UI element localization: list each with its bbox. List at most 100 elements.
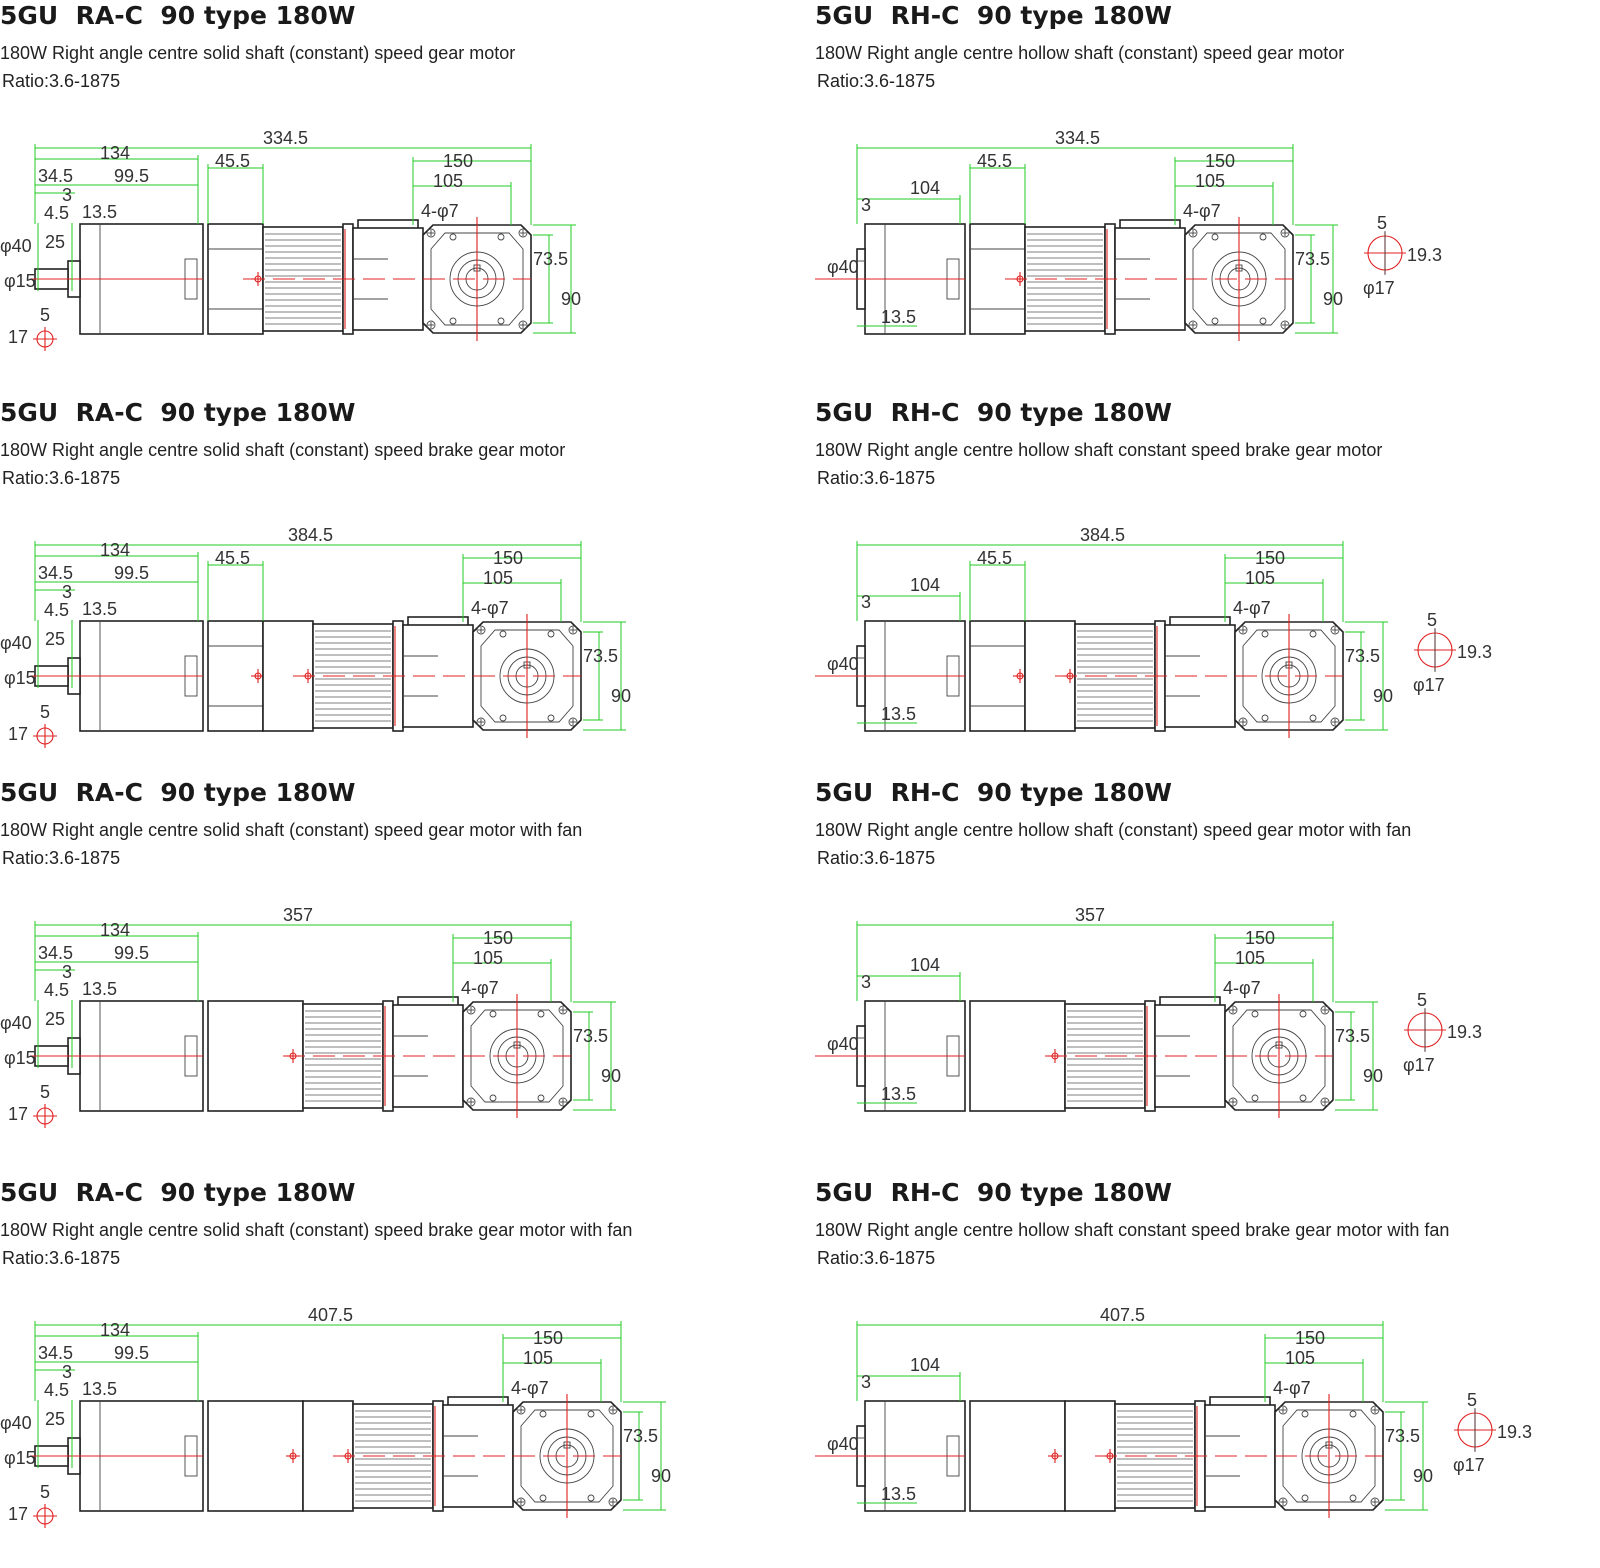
face-screw bbox=[1259, 233, 1267, 241]
dim-shaft-offset: 34.5 bbox=[38, 563, 73, 583]
mount-hole bbox=[1278, 1497, 1288, 1507]
dim-key-depth: 17 bbox=[8, 327, 28, 347]
mount-hole bbox=[1238, 717, 1248, 727]
dim-bore-depth: 19.3 bbox=[1457, 642, 1492, 662]
dim-overall: 384.5 bbox=[1080, 525, 1125, 545]
dim-pcd: 73.5 bbox=[573, 1026, 608, 1046]
dim-pcd: 73.5 bbox=[533, 249, 568, 269]
mount-hole bbox=[1188, 228, 1198, 238]
dim-bore-dia: φ17 bbox=[1403, 1055, 1435, 1075]
drawing-group: 334.51501054-φ773.59045.51043φ4013.5519.… bbox=[815, 128, 1442, 341]
dim-key-depth: 17 bbox=[8, 1104, 28, 1124]
face-recess bbox=[1242, 629, 1336, 723]
face-screw bbox=[539, 1494, 547, 1502]
face-screw bbox=[1299, 1094, 1307, 1102]
panel-title: 5GU RA-C 90 type 180W bbox=[0, 778, 356, 807]
dim-bore-depth: 19.3 bbox=[1407, 245, 1442, 265]
dim-hole-pitch: 105 bbox=[433, 171, 463, 191]
panel-subtitle: 180W Right angle centre hollow shaft con… bbox=[815, 440, 1383, 460]
dim-flange-t: 13.5 bbox=[82, 1379, 117, 1399]
dim-bore-dia: φ17 bbox=[1363, 278, 1395, 298]
dim-head-body: 99.5 bbox=[114, 166, 149, 186]
mount-hole bbox=[466, 1005, 476, 1015]
dim-section: 45.5 bbox=[215, 548, 250, 568]
dim-holes: 4-φ7 bbox=[511, 1378, 549, 1398]
dim-motor-len: 150 bbox=[1295, 1328, 1325, 1348]
dim-head: 134 bbox=[100, 143, 130, 163]
dim-overall: 407.5 bbox=[308, 1305, 353, 1325]
dim-key-width: 5 bbox=[40, 1482, 50, 1502]
face-screw bbox=[1309, 630, 1317, 638]
dim-pcd: 73.5 bbox=[623, 1426, 658, 1446]
mount-hole bbox=[476, 717, 486, 727]
dim-holes: 4-φ7 bbox=[1223, 978, 1261, 998]
dim-frame: 90 bbox=[611, 686, 631, 706]
face-screw bbox=[547, 714, 555, 722]
dim-holes: 4-φ7 bbox=[461, 978, 499, 998]
dim-shaft-offset: 34.5 bbox=[38, 166, 73, 186]
dim-head: 104 bbox=[910, 575, 940, 595]
face-screw bbox=[449, 233, 457, 241]
dim-key-depth: 17 bbox=[8, 724, 28, 744]
mount-hole bbox=[516, 1405, 526, 1415]
mount-hole bbox=[476, 625, 486, 635]
dim-key-width: 5 bbox=[40, 1082, 50, 1102]
dim-boss-dia: φ40 bbox=[0, 236, 32, 256]
mount-hole bbox=[1238, 625, 1248, 635]
face-recess bbox=[470, 1009, 564, 1103]
panel-subtitle: 180W Right angle centre solid shaft (con… bbox=[0, 1220, 633, 1240]
panel-subtitle: 180W Right angle centre solid shaft (con… bbox=[0, 43, 516, 63]
motor-drawing: 384.51501054-φ773.59045.51043φ4013.5519.… bbox=[815, 525, 1492, 738]
drawing-panel: 5GU RA-C 90 type 180W 180W Right angle ce… bbox=[0, 778, 790, 1168]
panel-ratio: Ratio:3.6-1875 bbox=[2, 71, 121, 91]
mount-hole bbox=[1228, 1005, 1238, 1015]
face-screw bbox=[1259, 317, 1267, 325]
dim-pcd: 73.5 bbox=[1335, 1026, 1370, 1046]
dim-boss-dia: φ40 bbox=[827, 1434, 859, 1454]
dim-head: 134 bbox=[100, 920, 130, 940]
face-recess bbox=[1282, 1409, 1376, 1503]
panel-title: 5GU RA-C 90 type 180W bbox=[0, 1178, 356, 1207]
face-screw bbox=[1349, 1410, 1357, 1418]
mount-hole bbox=[568, 625, 578, 635]
dim-shaft-len: 25 bbox=[45, 1009, 65, 1029]
dim-key-w: 3 bbox=[861, 972, 871, 992]
dim-overall: 384.5 bbox=[288, 525, 333, 545]
dim-bore-depth: 19.3 bbox=[1497, 1422, 1532, 1442]
dim-head-body: 99.5 bbox=[114, 563, 149, 583]
panel-ratio: Ratio:3.6-1875 bbox=[2, 1248, 121, 1268]
face-screw bbox=[587, 1410, 595, 1418]
dim-head-body: 99.5 bbox=[114, 1343, 149, 1363]
dim-key-width: 5 bbox=[1377, 213, 1387, 233]
dim-boss-dia: φ40 bbox=[0, 1013, 32, 1033]
panel-subtitle: 180W Right angle centre solid shaft (con… bbox=[0, 820, 583, 840]
mount-hole bbox=[518, 320, 528, 330]
dim-key-width: 5 bbox=[1467, 1390, 1477, 1410]
face-screw bbox=[1309, 714, 1317, 722]
dim-head: 104 bbox=[910, 1355, 940, 1375]
dim-flange-t: 13.5 bbox=[82, 202, 117, 222]
dim-section: 45.5 bbox=[977, 151, 1012, 171]
face-screw bbox=[537, 1010, 545, 1018]
dim-boss-dia: φ40 bbox=[827, 257, 859, 277]
panel-ratio: Ratio:3.6-1875 bbox=[817, 71, 936, 91]
panel-ratio: Ratio:3.6-1875 bbox=[817, 468, 936, 488]
mount-hole bbox=[1370, 1497, 1380, 1507]
dim-frame: 90 bbox=[601, 1066, 621, 1086]
face-screw bbox=[547, 630, 555, 638]
dim-shaft-offset: 34.5 bbox=[38, 943, 73, 963]
mount-hole bbox=[568, 717, 578, 727]
dim-motor-len: 150 bbox=[1245, 928, 1275, 948]
dim-overall: 357 bbox=[283, 905, 313, 925]
dim-key-width: 5 bbox=[40, 702, 50, 722]
face-screw bbox=[1261, 630, 1269, 638]
face-screw bbox=[1301, 1494, 1309, 1502]
dim-frame: 90 bbox=[651, 1466, 671, 1486]
